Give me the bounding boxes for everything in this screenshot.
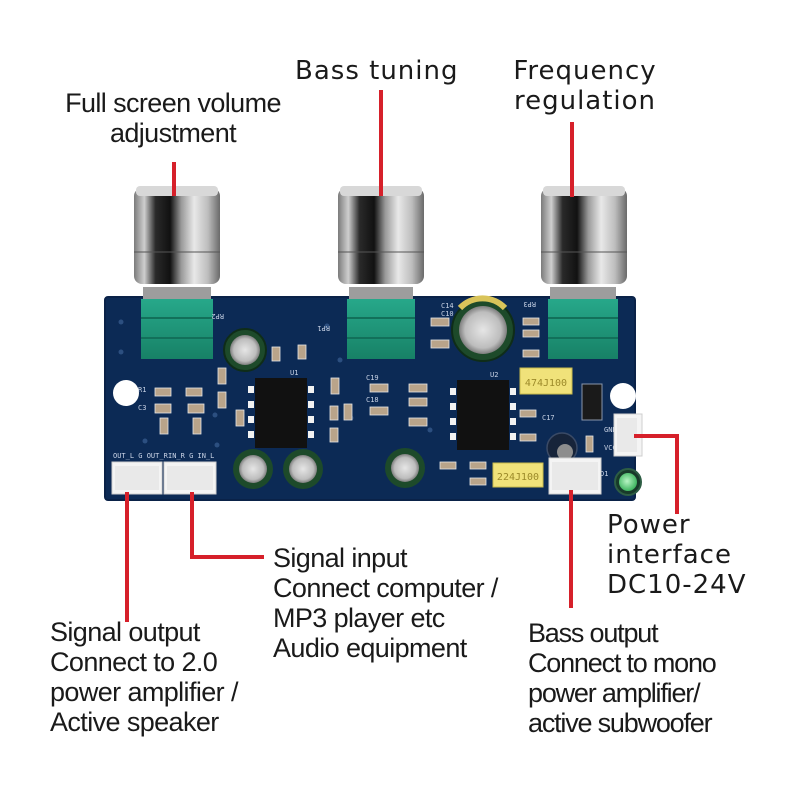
- pot-frequency: [548, 287, 618, 359]
- callout-bass-output: Bass output Connect to mono power amplif…: [528, 618, 717, 738]
- connector-bass-output: [548, 457, 602, 495]
- svg-text:C14: C14: [441, 302, 454, 310]
- callout-signal-input-line-2: Connect computer /: [273, 573, 498, 603]
- leader-signal-output: [125, 492, 129, 622]
- svg-text:VCC: VCC: [604, 444, 617, 452]
- svg-text:RP1: RP1: [317, 324, 330, 332]
- electrolytic-capacitor-small: [546, 432, 578, 464]
- leader-power-h: [634, 434, 678, 438]
- film-capacitor-224: 224J100: [492, 462, 544, 488]
- callout-frequency-line-1: Frequency: [513, 56, 657, 86]
- diode-d2: [581, 383, 603, 421]
- svg-text:C18: C18: [366, 396, 379, 404]
- callout-frequency-line-2: regulation: [513, 86, 657, 116]
- electrolytic-capacitor: [283, 449, 323, 489]
- svg-text:C3: C3: [138, 404, 146, 412]
- svg-text:C10: C10: [441, 310, 454, 318]
- callout-bass-output-line-2: Connect to mono: [528, 648, 717, 678]
- leader-bass: [379, 90, 383, 196]
- callout-signal-output: Signal output Connect to 2.0 power ampli…: [50, 617, 238, 737]
- electrolytic-capacitor: [233, 449, 273, 489]
- leader-power-v: [675, 434, 679, 514]
- mounting-hole: [610, 383, 636, 409]
- callout-signal-output-line-2: Connect to 2.0: [50, 647, 218, 677]
- callout-signal-input-line-3: MP3 player etc: [273, 603, 445, 633]
- callout-bass-tuning-line-1: Bass tuning: [295, 56, 459, 86]
- callout-frequency: Frequency regulation: [505, 56, 665, 116]
- svg-text:OUT_L G OUT_R: OUT_L G OUT_R: [113, 452, 169, 460]
- electrolytic-capacitor: [223, 328, 267, 372]
- callout-power-line-2: interface: [607, 540, 732, 570]
- svg-text:C17: C17: [542, 414, 555, 422]
- mounting-hole: [113, 380, 139, 406]
- svg-text:R1: R1: [138, 386, 146, 394]
- pot-bass: [347, 287, 415, 359]
- svg-text:U1: U1: [290, 369, 298, 377]
- callout-volume-line-1: Full screen volume: [65, 88, 281, 118]
- electrolytic-capacitor-large: [451, 295, 515, 362]
- callout-power: Power interface DC10-24V: [607, 510, 747, 600]
- svg-text:D1: D1: [600, 470, 608, 478]
- cap-label-474: 474J100: [525, 378, 567, 389]
- callout-bass-tuning: Bass tuning: [295, 56, 458, 86]
- silkscreen-labels: RP2 RP1 RP3 U1 U2 R1 C3 D1 C19 C18 C17 C…: [138, 300, 617, 478]
- pot-volume: [141, 287, 213, 359]
- leader-bass-output: [569, 490, 573, 608]
- smd-components: [154, 317, 594, 486]
- svg-text:RP2: RP2: [211, 312, 224, 320]
- connector-signal-input: IN_R G IN_L: [163, 452, 217, 495]
- power-led: [614, 468, 642, 496]
- leader-volume: [172, 162, 176, 196]
- callout-signal-output-line-4: Active speaker: [50, 707, 219, 737]
- ic-u1: [248, 378, 314, 448]
- knob-frequency: [541, 186, 627, 284]
- cap-label-224: 224J100: [497, 472, 539, 483]
- callout-signal-output-line-3: power amplifier /: [50, 677, 238, 707]
- callout-signal-output-line-1: Signal output: [50, 617, 200, 647]
- svg-text:RP3: RP3: [523, 300, 536, 308]
- leader-frequency: [570, 122, 574, 197]
- callout-power-line-3: DC10-24V: [607, 570, 747, 600]
- svg-text:U2: U2: [490, 371, 498, 379]
- knob-bass: [338, 186, 424, 284]
- leader-signal-input-h: [190, 555, 264, 559]
- ic-u2: [450, 380, 516, 450]
- film-capacitor-474: 474J100: [519, 367, 573, 395]
- callout-bass-output-line-3: power amplifier/: [528, 678, 701, 708]
- callout-signal-input-line-4: Audio equipment: [273, 633, 467, 663]
- callout-signal-input: Signal input Connect computer / MP3 play…: [273, 543, 498, 663]
- callout-power-line-1: Power: [607, 510, 691, 540]
- callout-volume-line-2: adjustment: [109, 118, 237, 148]
- svg-text:C19: C19: [366, 374, 379, 382]
- knob-volume: [134, 186, 220, 284]
- svg-text:GND: GND: [604, 426, 617, 434]
- leader-signal-input-v: [190, 492, 194, 558]
- callout-signal-input-line-1: Signal input: [273, 543, 408, 573]
- connector-signal-output: OUT_L G OUT_R: [111, 452, 169, 495]
- callout-bass-output-line-1: Bass output: [528, 618, 659, 648]
- electrolytic-capacitor: [385, 448, 425, 488]
- callout-volume: Full screen volume adjustment: [48, 88, 298, 148]
- callout-bass-output-line-4: active subwoofer: [528, 708, 713, 738]
- connector-power: [613, 413, 643, 457]
- svg-text:IN_R G IN_L: IN_R G IN_L: [168, 452, 214, 460]
